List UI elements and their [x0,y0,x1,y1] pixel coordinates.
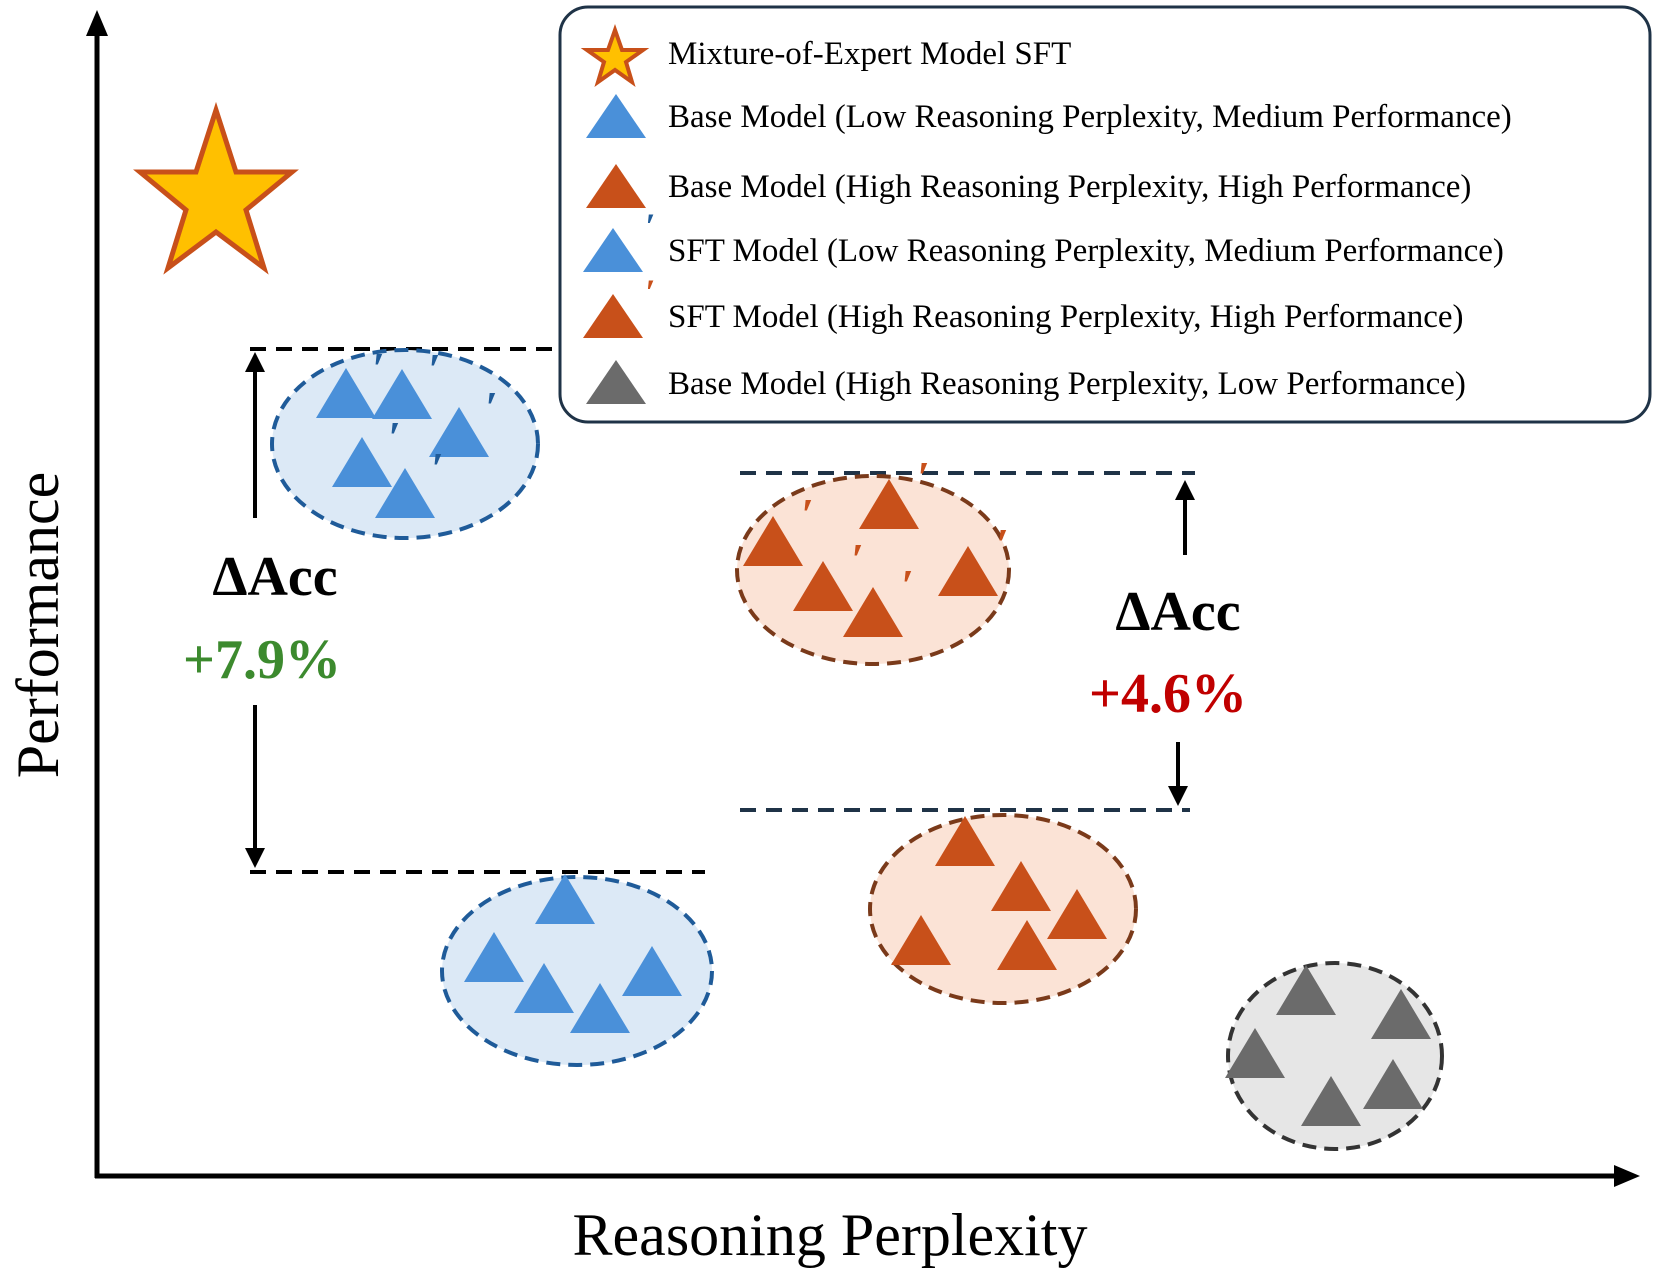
right-arrow-down-head [1168,786,1188,806]
triangle-base-gray [1276,965,1336,1015]
left-arrow-up-head [245,352,265,372]
triangle-base-blue [622,946,682,996]
triangle-base-orange [935,816,995,866]
triangle-base-gray [1301,1076,1361,1126]
legend-triangle-blue-prime-icon [583,228,643,272]
legend-label-moe: Mixture-of-Expert Model SFT [668,36,1071,72]
right-arrow-up-head [1175,480,1195,500]
triangle-base-orange [991,861,1051,911]
triangle-sft-orange [743,516,803,566]
triangle-sft-blue [316,368,376,418]
moe-star-marker [133,101,299,275]
prime-mark-sft-blue: ′ [388,413,400,462]
prime-mark-sft-blue: ′ [428,345,440,394]
legend-triangle-orange-icon [586,164,646,208]
triangle-base-blue [514,963,574,1013]
triangle-base-orange [997,920,1057,970]
y-axis-label: Performance [5,472,71,779]
triangle-base-gray [1363,1059,1423,1109]
legend-label-base-orange: Base Model (High Reasoning Perplexity, H… [668,169,1471,205]
axes: Reasoning Perplexity Performance [5,10,1640,1268]
triangle-base-orange [1047,889,1107,939]
prime-mark-sft-orange: ′ [851,535,863,584]
legend: ′′ Mixture-of-Expert Model SFT Base Mode… [558,5,1652,424]
triangle-sft-blue [372,369,432,419]
x-axis-arrowhead [1614,1165,1640,1187]
legend-star-icon [580,23,650,87]
legend-triangle-gray-icon [586,360,646,404]
legend-prime-blue-mark: ′ [645,206,655,246]
prime-mark-sft-orange: ′ [996,520,1008,569]
triangle-sft-blue [429,407,489,457]
prime-mark-sft-blue: ′ [485,383,497,432]
legend-triangle-blue-icon [586,94,646,138]
legend-label-sft-orange: SFT Model (High Reasoning Perplexity, Hi… [668,299,1464,335]
triangle-base-orange [891,915,951,965]
legend-triangle-orange-prime-icon [583,294,643,338]
triangle-base-blue [570,983,630,1033]
prime-mark-sft-orange: ′ [917,453,929,502]
x-axis-label: Reasoning Perplexity [573,1202,1088,1268]
cluster-sft-orange [735,474,1011,666]
triangle-base-gray [1225,1028,1285,1078]
legend-label-base-gray: Base Model (High Reasoning Perplexity, L… [668,366,1466,402]
prime-mark-sft-blue: ′ [431,444,443,493]
y-axis-arrowhead [86,10,108,36]
triangle-base-blue [535,874,595,924]
triangle-base-gray [1371,989,1431,1039]
left-delta-label: ΔAcc [212,546,337,608]
legend-prime-orange-mark: ′ [645,272,655,312]
left-arrow-down-head [245,848,265,868]
legend-label-base-blue: Base Model (Low Reasoning Perplexity, Me… [668,99,1512,135]
prime-mark-sft-orange: ′ [901,561,913,610]
triangle-sft-orange [859,479,919,529]
cluster-base-blue [440,875,714,1067]
prime-mark-sft-orange: ′ [801,490,813,539]
triangle-markers: ′′′′′′′′′′ [316,344,1431,1126]
triangle-sft-blue [332,437,392,487]
triangle-sft-orange [793,561,853,611]
triangle-sft-blue [375,468,435,518]
right-delta-label: ΔAcc [1115,581,1240,643]
left-delta-value: +7.9% [183,629,341,691]
triangle-sft-orange [843,587,903,637]
legend-label-sft-blue: SFT Model (Low Reasoning Perplexity, Med… [668,233,1504,269]
triangle-base-blue [464,932,524,982]
prime-mark-sft-blue: ′ [372,344,384,393]
legend-box [558,5,1652,424]
guide-lines [250,347,1195,874]
legend-markers: ′′ [583,94,655,404]
right-delta-value: +4.6% [1089,663,1247,725]
delta-arrows [245,352,1195,868]
triangle-sft-orange [938,546,998,596]
